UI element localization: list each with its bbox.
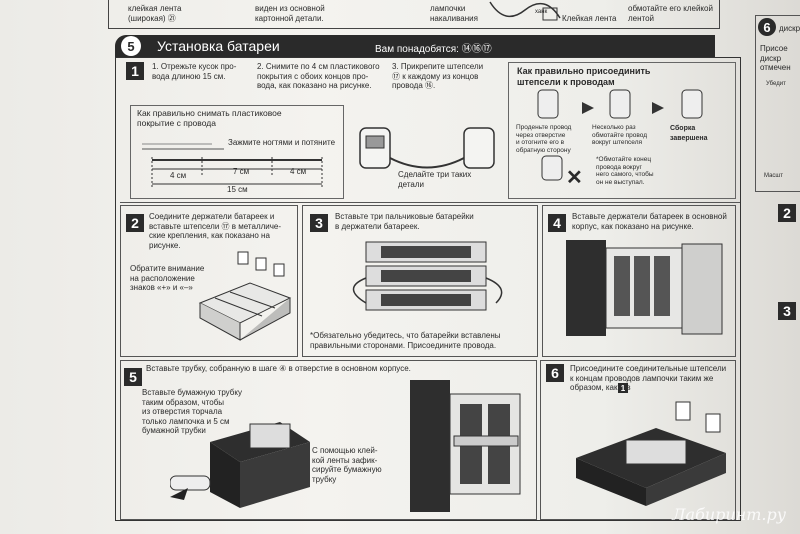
howto-caption-1: Проденьте провод через отверстие и отогн… xyxy=(516,124,572,154)
howto-note: *Обмотайте конец провода вокруг него сам… xyxy=(596,156,654,186)
step2-instruction: Соедините держатели батареек и вставьте … xyxy=(149,212,282,250)
right-strip-title: дискр xyxy=(779,24,800,33)
step6-panel xyxy=(540,360,736,520)
step5-note-2: С помощью клей- кой ленты зафик- сируйте… xyxy=(312,446,382,484)
step2-note: Обратите внимание на расположение знаков… xyxy=(130,264,205,292)
dim-right: 4 см xyxy=(290,167,307,176)
howto-caption-3: Сборка завершена xyxy=(670,125,708,142)
howto-wrong-mark: ✕ xyxy=(566,167,583,189)
top-strip-text-b: виден из основной картонной детали. xyxy=(255,4,325,23)
step5-panel xyxy=(120,360,537,520)
step4-panel xyxy=(542,205,736,357)
top-strip-text-f: ханк xyxy=(535,9,548,15)
make-three-note: Сделайте три таких детали xyxy=(398,170,472,189)
right-step-number-3: 3 xyxy=(778,302,796,320)
howto-caption-2: Несколько раз обмотайте провод вокруг шт… xyxy=(592,124,648,146)
strip-wire-hint: Зажмите ногтями и потяните xyxy=(228,138,336,147)
step2-number: 2 xyxy=(126,214,144,232)
step6-housing-illustration xyxy=(576,401,726,506)
step3-note: *Обязательно убедитесь, что батарейки вс… xyxy=(310,331,501,350)
strip-wire-title: Как правильно снимать пластиковое покрыт… xyxy=(137,108,282,128)
step3-panel xyxy=(302,205,538,357)
step1-instruction-2: 2. Снимите по 4 см пластикового покрытия… xyxy=(257,62,380,90)
step5-note-1: Вставьте бумажную трубку таким образом, … xyxy=(142,388,242,435)
section-frame xyxy=(115,57,741,521)
right-strip-badge: 6 xyxy=(758,18,776,36)
right-step-number-2: 2 xyxy=(778,204,796,222)
top-strip-wire-illustration xyxy=(489,1,561,21)
dim-middle: 7 см xyxy=(233,167,250,176)
step6-instruction: Присоедините соединительные штепсели к к… xyxy=(570,364,727,392)
step4-housing-illustration xyxy=(566,240,723,336)
step1-instruction-1: 1. Отрежьте кусок про- вода длиною 15 см… xyxy=(152,62,237,81)
step2-battery-holders-illustration xyxy=(198,251,292,341)
section-materials: Вам понадобятся: ⑭⑯⑰ xyxy=(375,44,492,55)
howto-attach-box xyxy=(508,62,736,199)
top-strip-text-d: Клейкая лента xyxy=(562,14,617,23)
step5-instruction: Вставьте трубку, собранную в шаге ④ в от… xyxy=(146,364,411,373)
top-strip-text-e: обмотайте его клейкой лентой xyxy=(628,4,713,23)
step5-housing-illustration xyxy=(170,422,310,508)
right-strip-text-3: Масшт xyxy=(764,173,783,179)
section-step-badge: 5 xyxy=(121,36,141,56)
dim-total: 15 см xyxy=(227,185,248,194)
step4-number: 4 xyxy=(548,214,566,232)
step3-batteries-illustration xyxy=(352,241,503,311)
step4-instruction: Вставьте держатели батареек в основной к… xyxy=(572,212,727,231)
step2-panel xyxy=(120,205,298,357)
plug-wire-illustration xyxy=(359,127,495,169)
step3-instruction: Вставьте три пальчиковые батарейки в дер… xyxy=(335,212,474,231)
step6-ref-badge: 1 xyxy=(618,383,628,393)
step6-number: 6 xyxy=(546,364,564,382)
howto-plug-sequence xyxy=(537,89,703,181)
watermark-logo: Лабиринт.ру xyxy=(672,505,786,524)
step1-number: 1 xyxy=(126,62,144,80)
right-strip-frame xyxy=(755,15,800,192)
section-title: Установка батареи xyxy=(157,38,280,54)
right-strip-text-2: Убедит xyxy=(766,81,786,87)
wire-dimension-drawing xyxy=(142,143,323,187)
dim-left: 4 см xyxy=(170,171,187,180)
top-strip-text-c: лампочки накаливания xyxy=(430,4,478,23)
strip-wire-diagram xyxy=(130,105,344,199)
step5-number: 5 xyxy=(124,368,142,386)
top-strip-frame xyxy=(108,0,720,29)
step5-detail-illustration xyxy=(410,380,521,512)
howto-title: Как правильно присоединить штепсели к пр… xyxy=(517,66,651,87)
top-strip-text-a: клейкая лента (широкая) ㉑ xyxy=(128,4,182,23)
step1-panel xyxy=(120,60,740,203)
right-strip-text-1: Присое дискр отмечен xyxy=(760,44,791,72)
step1-instruction-3: 3. Прикрепите штепсели ⑰ к каждому из ко… xyxy=(392,62,484,90)
step3-number: 3 xyxy=(310,214,328,232)
section-header: 5 Установка батареи Вам понадобятся: ⑭⑯⑰ xyxy=(115,35,715,57)
